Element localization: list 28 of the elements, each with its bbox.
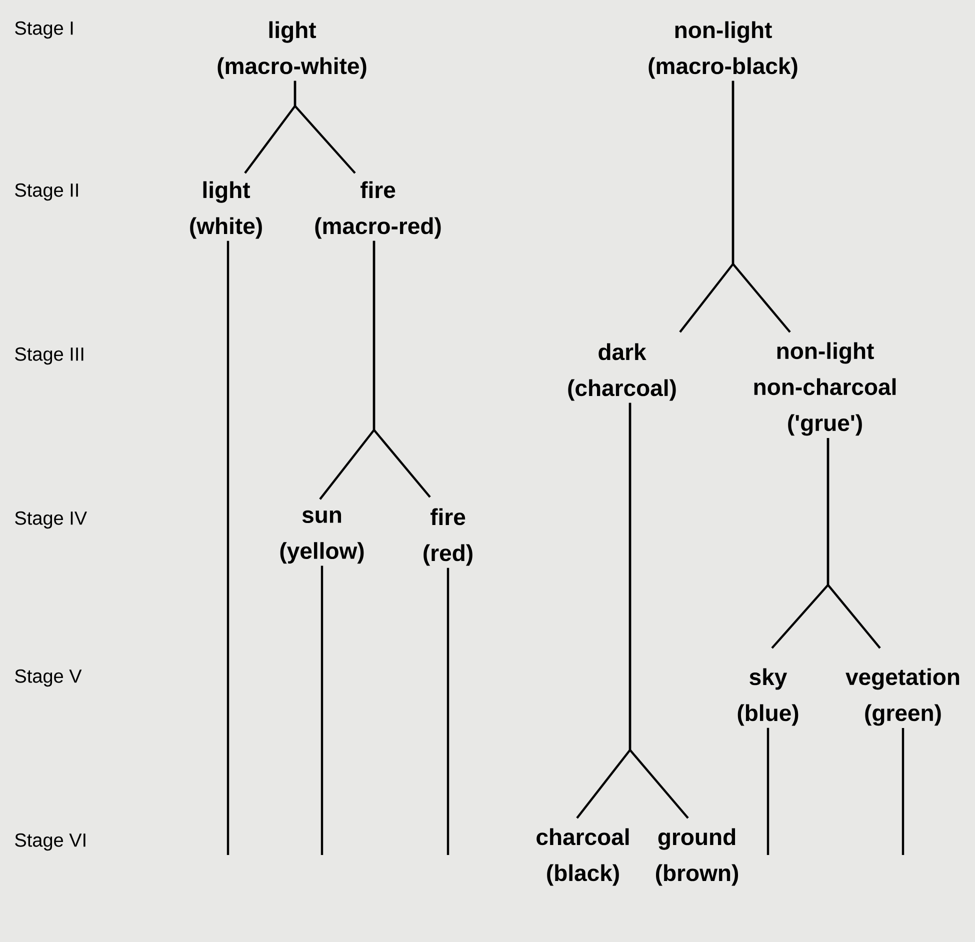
stage-label: Stage II [15, 183, 78, 201]
color-term: non-light non-charcoal ('grue') [754, 342, 896, 436]
stage-label: Stage IV [15, 511, 87, 529]
color-term: ground (brown) [656, 828, 738, 886]
branch-line [766, 728, 770, 855]
branch-line [294, 80, 356, 174]
branch-line [446, 568, 450, 855]
branch-line [826, 438, 881, 649]
color-term: sky (blue) [738, 668, 798, 726]
stage-label: Stage I [15, 21, 73, 39]
color-term: fire (macro-red) [315, 181, 441, 239]
color-term: fire (red) [424, 508, 472, 566]
branch-line [372, 240, 431, 498]
color-term: sun (yellow) [280, 510, 364, 564]
color-term: light (macro-white) [218, 21, 366, 79]
branch-line [226, 240, 230, 855]
branch-line [320, 566, 324, 855]
branch-line [628, 402, 689, 819]
color-term: dark (charcoal) [568, 343, 676, 401]
stage-label: Stage V [15, 669, 82, 687]
stage-label: Stage III [15, 347, 84, 365]
branch-line [732, 80, 791, 333]
color-term: non-light (macro-black) [648, 21, 798, 79]
stage-label: Stage VI [15, 833, 86, 851]
color-term: charcoal (black) [536, 828, 629, 886]
color-term: light (white) [190, 181, 262, 239]
branch-line [902, 728, 904, 855]
color-term: vegetation (green) [846, 668, 960, 726]
